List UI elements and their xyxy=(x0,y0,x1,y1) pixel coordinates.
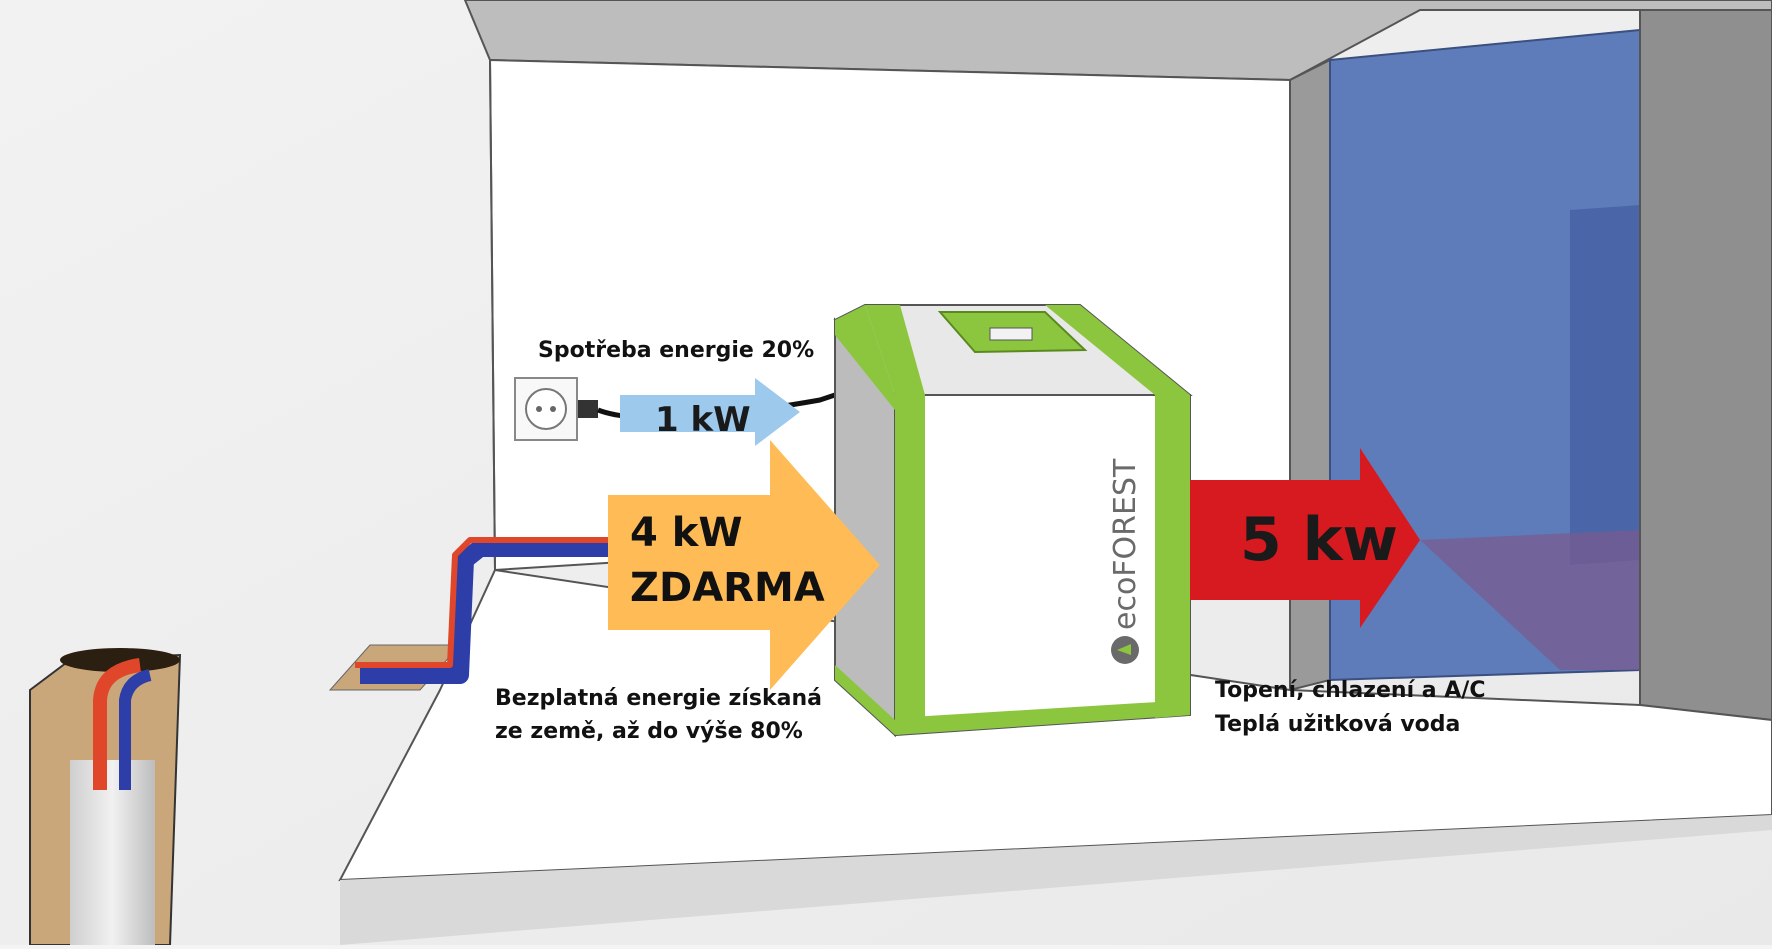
floor-slab-edge xyxy=(340,815,1772,945)
unit-green-band xyxy=(865,305,925,395)
unit-green-band xyxy=(1155,395,1190,718)
pipe-blue xyxy=(360,539,630,684)
power-plug xyxy=(578,400,598,418)
free-energy-description-line1: Bezplatná energie získaná xyxy=(495,686,822,711)
wall-edge xyxy=(489,59,496,571)
borehole-opening xyxy=(60,648,180,672)
free-input-label: ZDARMA xyxy=(630,565,825,611)
free-energy-arrow xyxy=(608,440,880,690)
borehole-casing xyxy=(70,760,155,945)
output-arrow xyxy=(1190,448,1420,628)
consumption-label: Spotřeba energie 20% xyxy=(538,338,815,363)
free-energy-description-line2: ze země, až do výše 80% xyxy=(495,719,803,744)
unit-green-band xyxy=(1045,305,1190,395)
unit-brand-logo: ecoFOREST xyxy=(1108,458,1143,630)
floor-heating xyxy=(1420,530,1640,670)
ecoforest-logo-icon xyxy=(1111,636,1139,664)
power-socket-face xyxy=(525,388,567,430)
unit-green-band xyxy=(895,395,925,735)
blue-room-door xyxy=(1570,205,1640,565)
borehole-pipe-red xyxy=(93,658,142,790)
output-description-line2: Teplá užitková voda xyxy=(1215,712,1461,737)
unit-display xyxy=(989,327,1033,341)
unit-green-band xyxy=(835,305,895,410)
output-description-line1: Topení, chlazení a A/C xyxy=(1215,678,1486,703)
free-input-value: 4 kW xyxy=(630,510,743,556)
right-wall xyxy=(1639,9,1772,722)
pipe-red xyxy=(355,537,630,668)
unit-green-band xyxy=(835,665,895,735)
output-value: 5 kw xyxy=(1240,505,1398,575)
electric-input-value: 1 kW xyxy=(655,400,751,440)
electric-input-arrow xyxy=(620,378,800,446)
borehole-pipe-blue xyxy=(119,669,152,790)
unit-green-band xyxy=(895,700,1190,735)
unit-front xyxy=(894,394,1191,737)
